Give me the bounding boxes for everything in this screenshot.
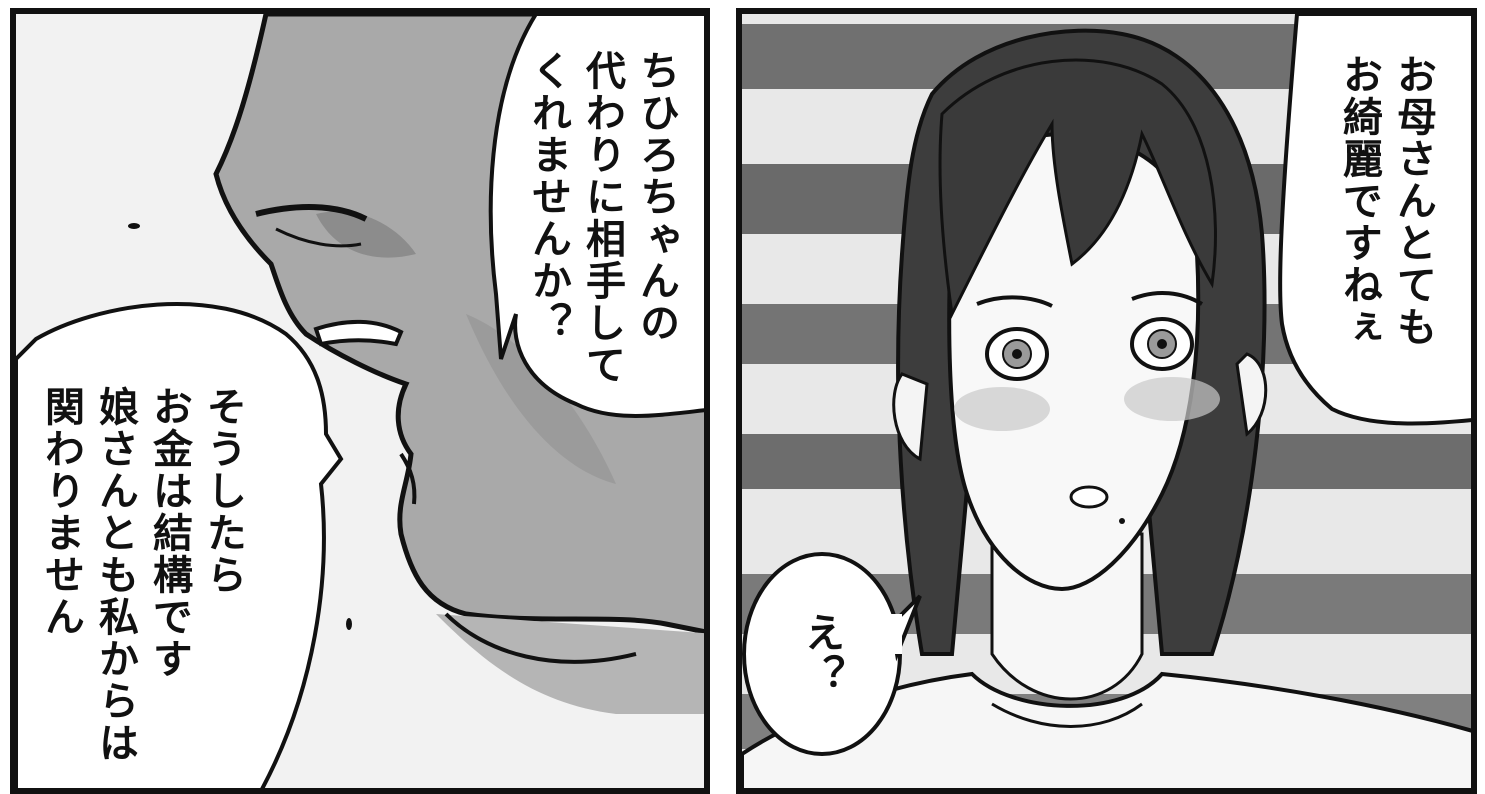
panel-right: お母さんとてもお綺麗ですねぇ え？ [736, 8, 1477, 794]
speech-bubble-top-text: お母さんとてもお綺麗ですねぇ [1336, 54, 1436, 348]
speech-bubble-bottom-text: そうしたらお金は結構です娘さんとも私からは関わりません [38, 386, 246, 764]
woman-portrait-illustration [742, 14, 1471, 788]
speech-bubble-bottom-text: え？ [798, 612, 844, 696]
man-profile-illustration [16, 14, 704, 788]
speech-bubble-top-text: ちひろちゃんの代わりに相手してくれませんか？ [525, 50, 679, 386]
panel-left: ちひろちゃんの代わりに相手してくれませんか？ そうしたらお金は結構です娘さんとも… [10, 8, 710, 794]
